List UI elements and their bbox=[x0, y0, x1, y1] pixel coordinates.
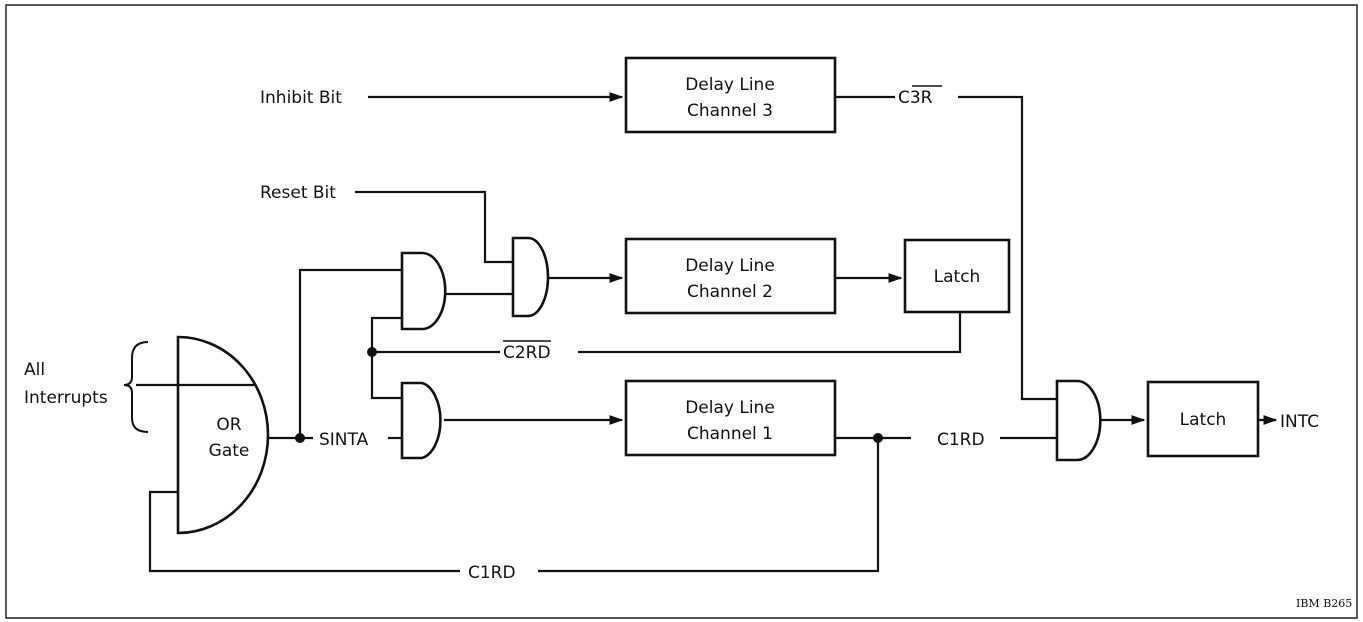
junction-c1rd bbox=[873, 433, 883, 443]
interrupts-brace bbox=[123, 341, 149, 433]
latch-upper-box bbox=[903, 238, 1011, 314]
or-gate-shape bbox=[176, 335, 270, 535]
diagram-frame bbox=[5, 4, 1358, 619]
interrupts-label: Interrupts bbox=[24, 388, 108, 408]
feedback-vertical-wire bbox=[370, 316, 402, 400]
delay1-line1: Delay Line bbox=[685, 398, 775, 418]
delay-line-channel-1-box bbox=[624, 379, 837, 457]
or-to-and-upper-wire bbox=[298, 268, 402, 438]
c1rd-feedback-down-wire bbox=[538, 438, 880, 573]
and-gate-upper bbox=[400, 251, 447, 331]
c1rd-bottom-label: C1RD bbox=[468, 563, 516, 583]
delay-line-channel-3-box bbox=[624, 56, 837, 134]
junction-c2rd bbox=[367, 347, 377, 357]
latch-output-label: Latch bbox=[1180, 410, 1227, 430]
sinta-label: SINTA bbox=[319, 430, 369, 450]
intc-label: INTC bbox=[1280, 412, 1319, 432]
junction-or-output bbox=[295, 433, 305, 443]
c2rd-wire-right bbox=[578, 312, 962, 354]
c1rd-right-label: C1RD bbox=[937, 430, 985, 450]
inhibit-bit-label: Inhibit Bit bbox=[260, 88, 342, 108]
all-label: All bbox=[24, 360, 45, 380]
reset-bit-label: Reset Bit bbox=[260, 183, 336, 203]
delay3-line2: Channel 3 bbox=[687, 101, 773, 121]
latch-upper-label: Latch bbox=[934, 267, 981, 287]
figure-reference: IBM B265 bbox=[1296, 597, 1352, 610]
latch-output-box bbox=[1146, 380, 1260, 458]
delay1-line2: Channel 1 bbox=[687, 424, 773, 444]
and-gate-reset bbox=[511, 236, 550, 318]
reset-bit-wire bbox=[355, 190, 513, 264]
c2rd-label: C2RD bbox=[503, 343, 551, 363]
c3r-label: C3R bbox=[898, 88, 933, 108]
or-gate-line1: OR bbox=[216, 415, 241, 435]
and-gate-lower bbox=[400, 381, 442, 460]
and-gate-output bbox=[1055, 379, 1102, 462]
or-gate-line2: Gate bbox=[209, 441, 250, 461]
c3r-wire-right bbox=[958, 95, 1057, 401]
delay-line-channel-2-box bbox=[624, 237, 837, 315]
delay2-line2: Channel 2 bbox=[687, 282, 773, 302]
delay2-line1: Delay Line bbox=[685, 256, 775, 276]
delay3-line1: Delay Line bbox=[685, 75, 775, 95]
